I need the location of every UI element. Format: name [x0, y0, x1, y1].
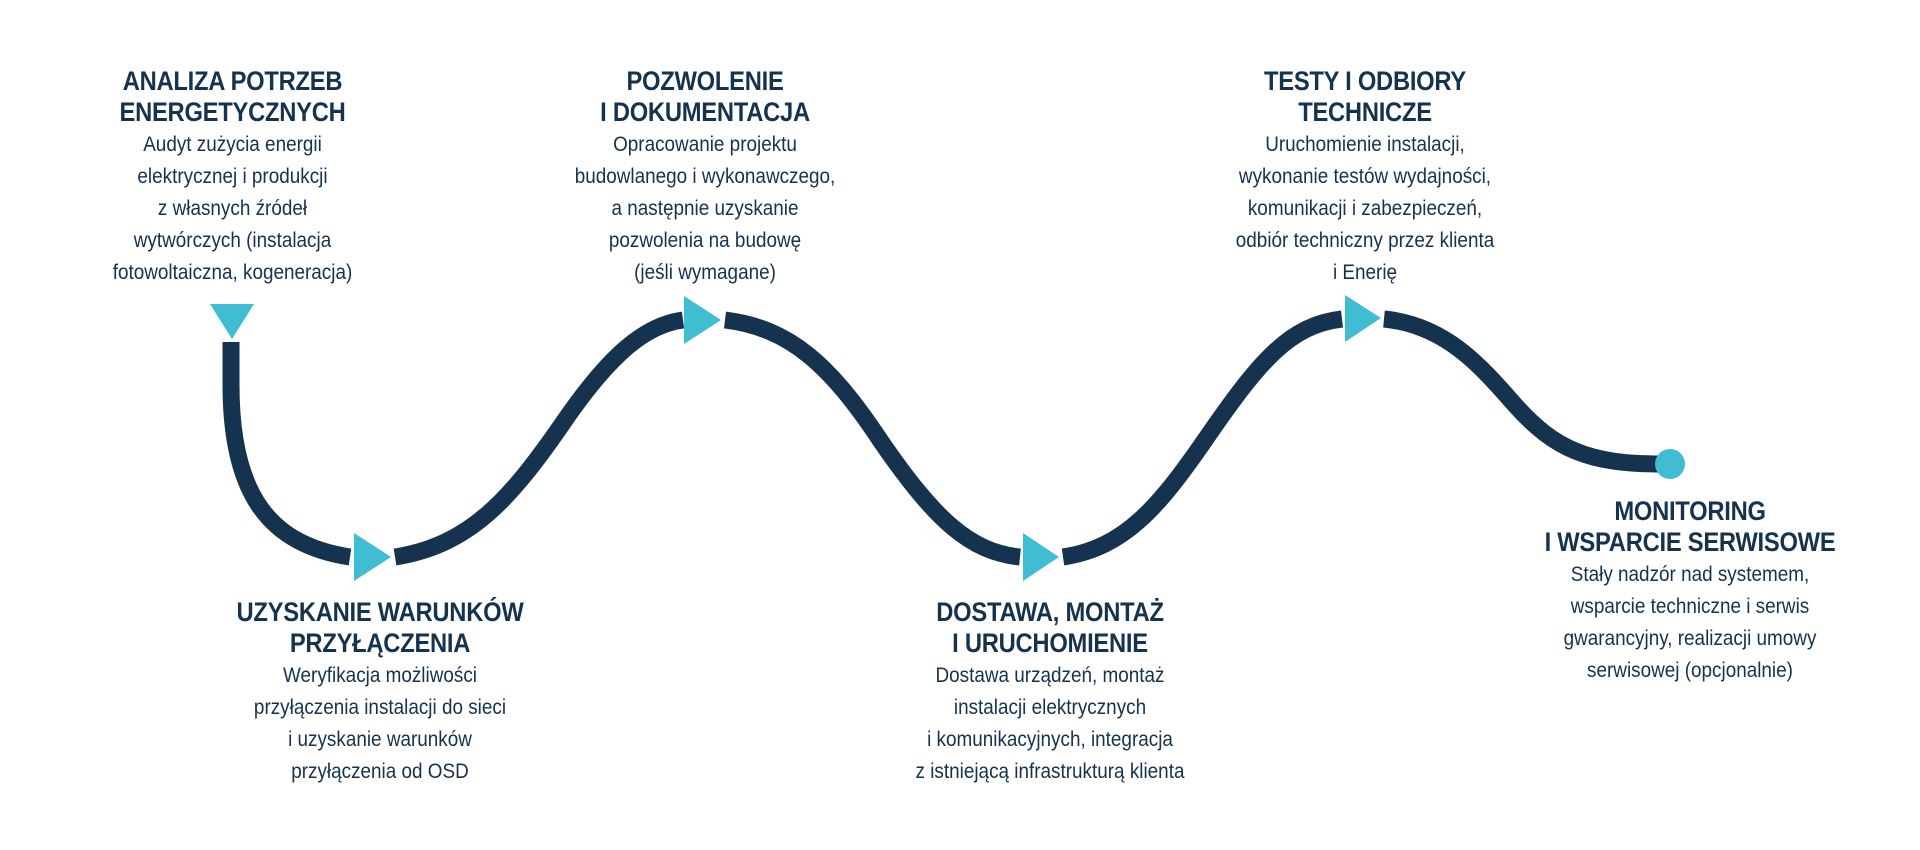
- triangle-right-icon: [1023, 533, 1059, 581]
- step-description: Stały nadzór nad systemem, wsparcie tech…: [1563, 563, 1817, 682]
- triangle-down-icon: [210, 304, 254, 339]
- step-warunki: UZYSKANIE WARUNKÓW PRZYŁĄCZENIA Weryfika…: [190, 597, 570, 788]
- path-segment-1: [222, 342, 352, 566]
- step-title: MONITORING I WSPARCIE SERWISOWE: [1544, 496, 1836, 557]
- step-title: TESTY I ODBIORY TECHNICZE: [1263, 66, 1466, 127]
- step-description: Dostawa urządzeń, montaż instalacji elek…: [915, 664, 1185, 783]
- step-title: POZWOLENIE I DOKUMENTACJA: [600, 66, 810, 127]
- step-testy: TESTY I ODBIORY TECHNICZE Uruchomienie i…: [1190, 66, 1540, 289]
- step-description: Audyt zużycia energii elektrycznej i pro…: [112, 133, 353, 284]
- step-monitoring: MONITORING I WSPARCIE SERWISOWE Stały na…: [1500, 496, 1880, 687]
- triangle-right-icon: [354, 533, 391, 581]
- path-segment-5: [1382, 310, 1661, 473]
- step-description: Opracowanie projektu budowlanego i wykon…: [574, 133, 836, 284]
- step-pozwolenie: POZWOLENIE I DOKUMENTACJA Opracowanie pr…: [530, 66, 880, 289]
- step-analiza: ANALIZA POTRZEB ENERGETYCZNYCH Audyt zuż…: [70, 66, 395, 289]
- step-title: UZYSKANIE WARUNKÓW PRZYŁĄCZENIA: [236, 597, 524, 658]
- path-segment-3: [723, 311, 1022, 566]
- triangle-right-icon: [684, 296, 721, 344]
- step-dostawa: DOSTAWA, MONTAŻ I URUCHOMIENIE Dostawa u…: [860, 597, 1240, 788]
- path-segment-2: [393, 311, 685, 566]
- step-description: Uruchomienie instalacji, wykonanie testó…: [1235, 133, 1495, 284]
- triangle-right-icon: [1345, 295, 1381, 342]
- step-title: DOSTAWA, MONTAŻ I URUCHOMIENIE: [936, 597, 1164, 658]
- circle-end-icon: [1655, 449, 1685, 479]
- path-segment-4: [1061, 310, 1344, 566]
- step-description: Weryfikacja możliwości przyłączenia inst…: [253, 664, 507, 783]
- step-title: ANALIZA POTRZEB ENERGETYCZNYCH: [119, 66, 346, 127]
